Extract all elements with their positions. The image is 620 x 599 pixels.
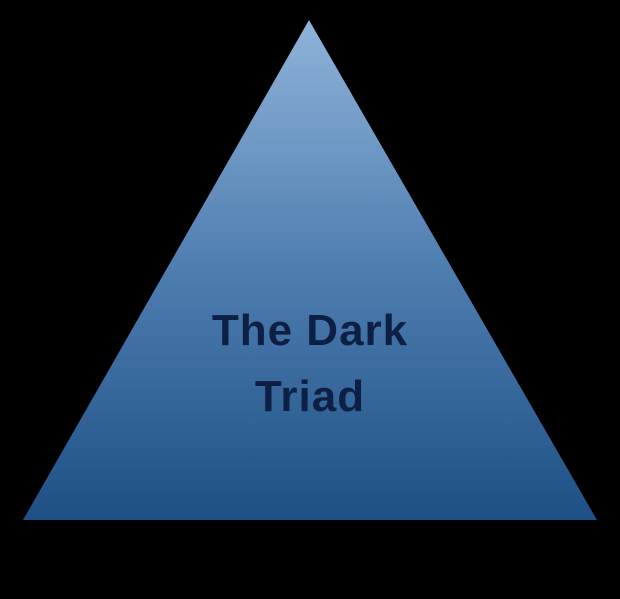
triad-title-line-2: Triad: [254, 372, 366, 421]
triad-title-line-1: The Dark: [211, 306, 409, 355]
triangle-shape: [23, 20, 597, 520]
